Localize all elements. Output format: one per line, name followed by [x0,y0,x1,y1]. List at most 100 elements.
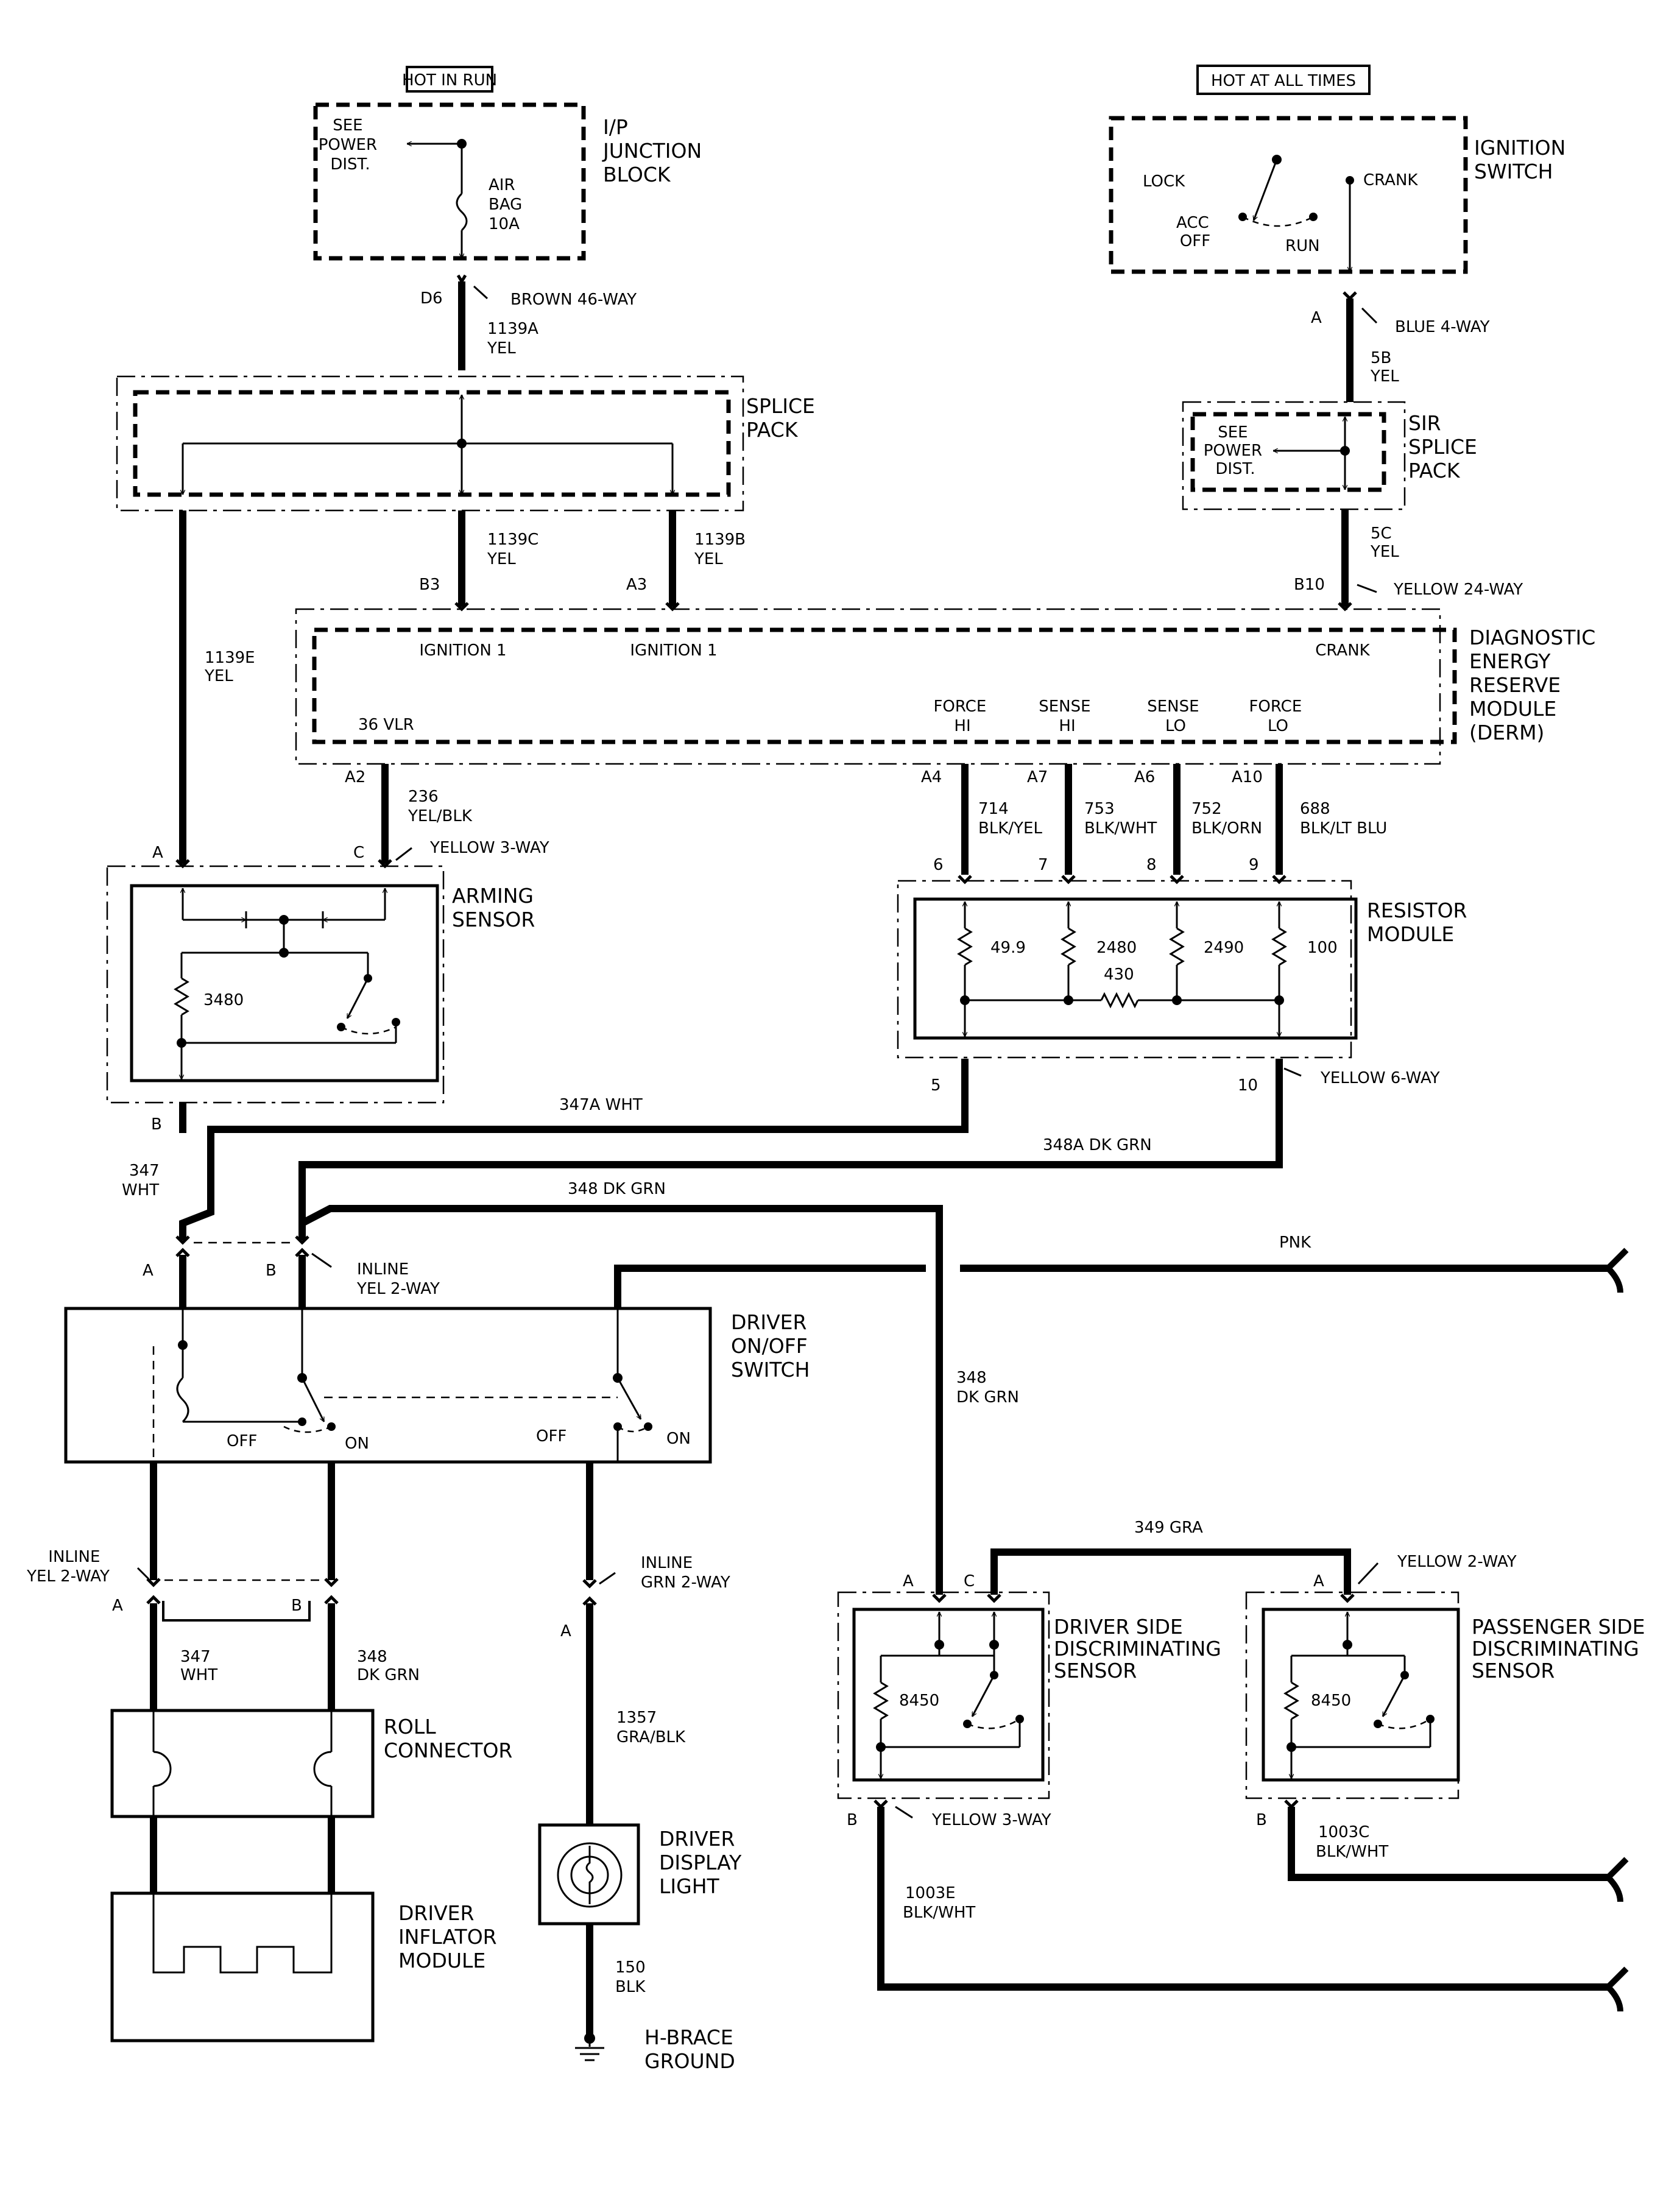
lower-inline-b-icon-2 [324,1595,339,1605]
display-light-box [538,1823,640,1926]
splice-pack-title: SPLICE PACK [746,394,821,442]
rm-dot-3 [1172,995,1182,1005]
arm-resistor-label: 3480 [203,991,244,1009]
connector-a6-label: A6 [1134,768,1155,786]
wire-pnk-label: PNK [1279,1234,1311,1252]
wire-1003c-line [1288,1807,1608,1881]
driver-inflator-title: DRIVER INFLATOR MODULE [398,1901,503,1972]
connector-b10-label: B10 [1294,576,1325,594]
inline-b-icon [295,1235,309,1245]
derm-output-wires: A2 236 YEL/BLK A4 A7 A6 A10 714 BLK/YEL … [345,764,1387,875]
ds-switch-arc [967,1718,1020,1729]
crank-label: CRANK [1363,171,1418,189]
lower-inline-a-icon-2 [146,1595,161,1605]
lower-harness: INLINE YEL 2-WAY A B 347 WHT 348 DK GRN … [26,1462,730,1825]
switch-blade [1254,159,1278,221]
wire-348-top-label: 348 DK GRN [568,1180,666,1198]
arming-sensor-outer [106,865,445,1104]
rm-resistor-3-icon [1169,927,1185,966]
wire-1139a: D6 BROWN 46-WAY 1139A YEL [420,274,637,370]
ps-switch-arc [1377,1718,1431,1729]
roll-connector: ROLL CONNECTOR [110,1709,512,1818]
yellow-3-way-top-label: YELLOW 3-WAY [429,839,549,857]
lower-inline-b-icon [324,1578,339,1587]
connector-d6-icon [456,274,467,284]
squib-icon [152,1893,333,1974]
ps-outer [1245,1591,1459,1799]
wire-753-label: 753 BLK/WHT [1084,800,1157,838]
splice-pack-outer [116,375,744,512]
driver-inflator-module: DRIVER INFLATOR MODULE [110,1891,503,2042]
blue-4-way-label: BLUE 4-WAY [1395,318,1490,336]
pin-8-label: 8 [1146,856,1157,874]
derm-inner [312,627,1457,744]
wire-5b: A BLUE 4-WAY 5B YEL [1311,291,1490,402]
derm-module: IGNITION 1 IGNITION 1 CRANK 36 VLR FORCE… [295,608,1595,765]
lower-a-label: A [112,1597,123,1615]
inline-a-icon [175,1235,190,1245]
wire-1003e-line [877,1807,1608,1991]
wire-236-label: 236 YEL/BLK [408,788,473,825]
rm-value-49-9: 49.9 [990,939,1026,957]
switch-off-label-2: OFF [536,1427,566,1446]
arm-switch-arc [341,1026,397,1035]
yellow-6-way-label: YELLOW 6-WAY [1320,1069,1440,1087]
middle-harness: 347A WHT 348A DK GRN 348 DK GRN 347 WHT … [122,1059,1629,1523]
wire-688-label: 688 BLK/LT BLU [1300,800,1387,838]
wire-752-label: 752 BLK/ORN [1191,800,1262,838]
roll-coil-left-icon [153,1751,172,1787]
arming-sensor: A C YELLOW 3-WAY 3480 ARMING [106,839,549,1134]
ds-c-label: C [964,1572,975,1590]
arming-sensor-box [130,884,439,1082]
ds-resistor-icon [873,1681,889,1720]
sw-347-fuse-icon [176,1377,189,1423]
arming-sensor-title: ARMING SENSOR [452,884,540,931]
wire-1003c-label: 1003C BLK/WHT [1316,1823,1388,1861]
wire-5c-label: 5C YEL [1370,524,1399,561]
wire-150-label: 150 BLK [615,1958,651,1996]
roll-connector-title: ROLL CONNECTOR [384,1715,512,1762]
derm-ign1-right: IGNITION 1 [630,641,717,660]
connector-d6-label: D6 [420,289,443,308]
rm-value-2480: 2480 [1096,939,1137,957]
arm-resistor-icon [174,977,189,1016]
leader-line [1361,307,1378,324]
wire-349-line [990,1548,1351,1595]
pin-6-icon [958,875,972,884]
wire-1139c-label: 1139C YEL [487,531,544,568]
sir-splice-pack: SEE POWER DIST. SIR SPLICE PACK [1182,401,1477,510]
wire-347-label: 347 WHT [122,1162,164,1199]
rm-dot-2 [1064,995,1073,1005]
derm-sense-lo: SENSE LO [1147,697,1204,735]
switch-on-label: ON [345,1435,369,1453]
inline-b-label: B [266,1262,277,1280]
pin-7-icon [1061,875,1076,884]
sw-arc-1 [283,1425,332,1433]
connector-a2-label: A2 [345,768,365,786]
wire-1357-label: 1357 GRA/BLK [616,1709,686,1746]
hot-at-all-times-label: HOT AT ALL TIMES [1211,72,1356,90]
derm-sense-hi: SENSE HI [1039,697,1096,735]
rm-value-430: 430 [1104,966,1134,984]
passenger-side-sensor-title: PASSENGER SIDE DISCRIMINATING SENSOR [1472,1615,1651,1682]
wire-1139e-label: 1139E YEL [204,649,260,685]
wire-347a-label: 347A WHT [559,1096,643,1114]
driver-switch-box [64,1307,712,1464]
sw-on-contact-2 [644,1422,652,1431]
wire-5c: 5C YEL B10 YELLOW 24-WAY [1294,509,1523,612]
passenger-side-sensor: 8450 PASSENGER SIDE DISCRIMINATING SENSO… [1245,1591,1651,1902]
ds-c-icon [987,1594,1001,1603]
ps-resistor-label: 8450 [1311,1692,1351,1710]
derm-ign1-left: IGNITION 1 [419,641,506,660]
lamp-outer-icon [557,1842,623,1908]
connector-arm-c-label: C [353,844,364,862]
pin-5-label: 5 [931,1076,941,1095]
hot-in-run-label: HOT IN RUN [402,71,497,90]
wire-348-vert-label: 348 DK GRN [956,1369,1019,1407]
sw-blade-pnk [616,1377,642,1419]
rm-resistor-430-icon [1100,992,1139,1009]
sw-arc-2 [617,1425,649,1433]
lower-inline-a-icon [146,1578,161,1587]
derm-36vlr: 36 VLR [358,716,414,734]
